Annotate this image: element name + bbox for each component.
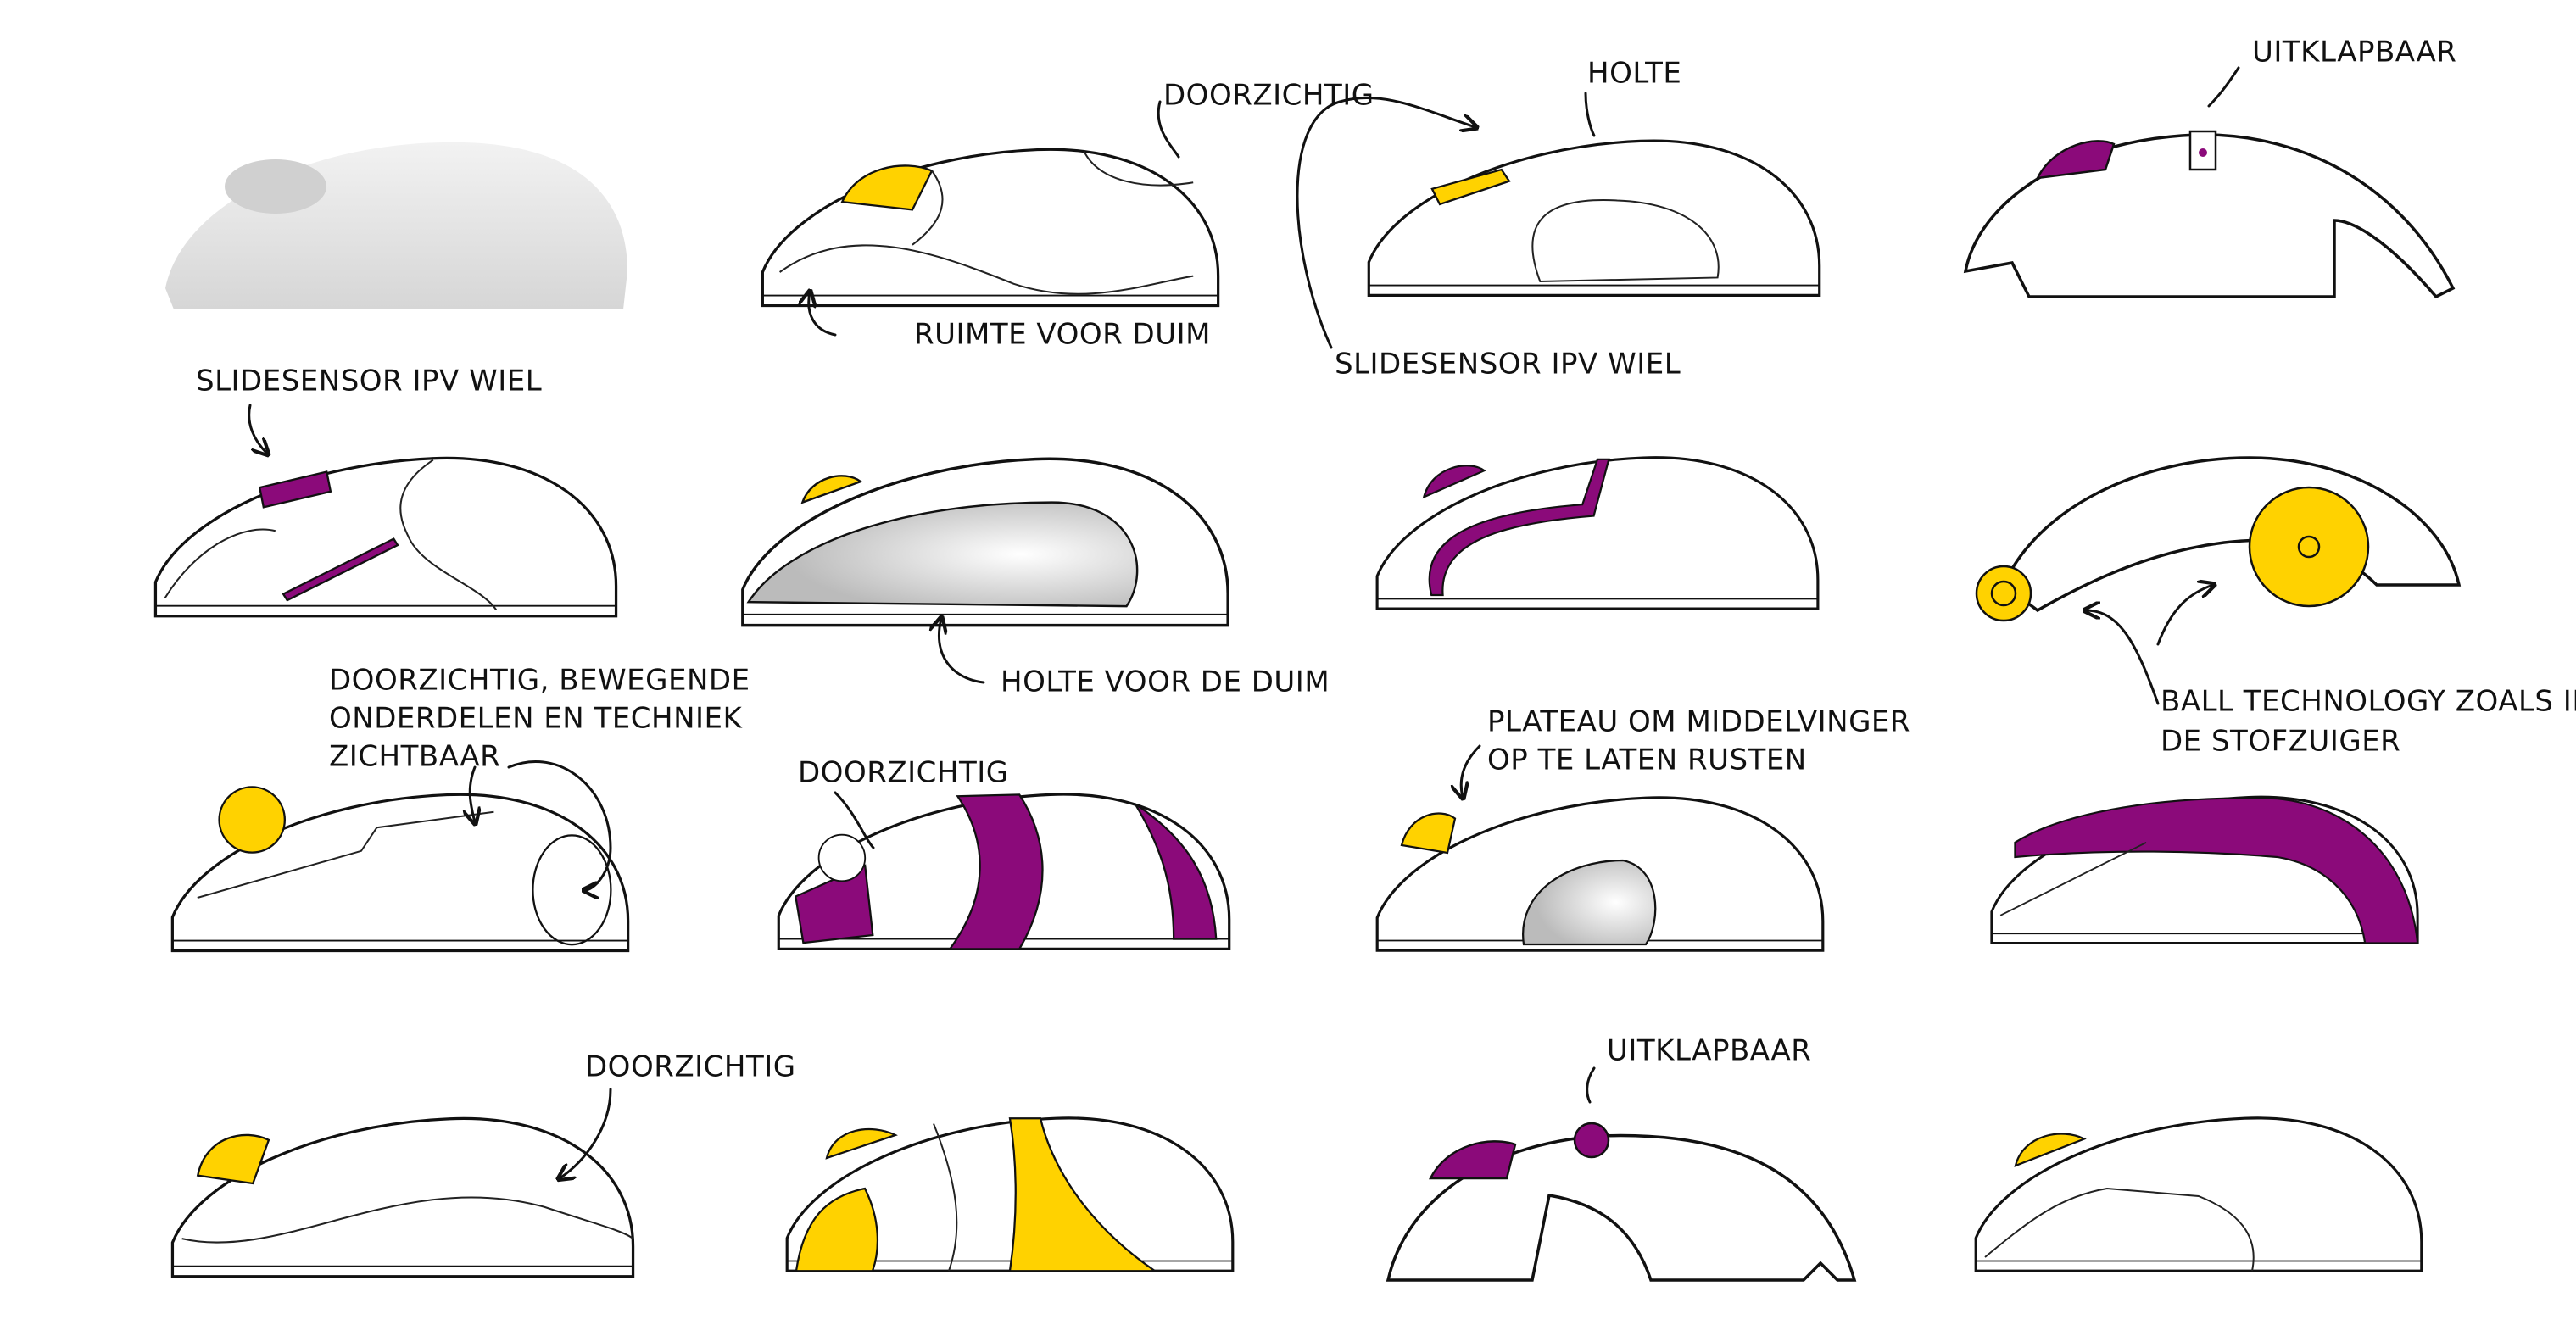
mouse-sketch-r3c4 (1990, 795, 2419, 944)
arrow-doorzichtig-bewegende (507, 760, 612, 890)
mouse-sketch-r1c3 (1963, 130, 2456, 299)
arrow-uitklapbaar-top (2207, 66, 2240, 108)
mouse-sketch-r4c1 (170, 1116, 635, 1278)
arrow-slidesensor-top (1296, 96, 1475, 349)
arrow-holte (1584, 92, 1596, 137)
mouse-sketch-r4c4 (1974, 1116, 2423, 1272)
mouse-sketch-r2c1 (153, 456, 618, 618)
label-doorzichtig-bewegende-2: ONDERDELEN EN TECHNIEK (329, 702, 744, 736)
label-holte: HOLTE (1587, 57, 1681, 91)
label-plateau-1: PLATEAU OM MIDDELVINGER (1487, 705, 1910, 739)
mouse-sketch-r3c3 (1375, 796, 1825, 952)
mouse-sketch-r2c3 (1375, 456, 1820, 610)
label-ball-technology-1: BALL TECHNOLOGY ZOALS IN (2161, 685, 2576, 719)
arrow-slidesensor-row2 (248, 404, 267, 454)
label-doorzichtig-r4: DOORZICHTIG (585, 1050, 796, 1084)
label-doorzichtig-bewegende-3: ZICHTBAAR (329, 740, 500, 774)
label-ruimte-voor-duim: RUIMTE VOOR DUIM (914, 318, 1211, 352)
arrow-doorzichtig-row3 (834, 791, 875, 849)
mouse-sketch-r1c2 (1367, 139, 1821, 297)
label-ball-technology-2: DE STOFZUIGER (2161, 725, 2400, 759)
label-slidesensor-r2: SLIDESENSOR IPV WIEL (196, 365, 542, 398)
mouse-sketch-r2c4 (1975, 456, 2462, 622)
mouse-photo-reference (165, 142, 627, 309)
arrow-ruimte-voor-duim (809, 292, 837, 337)
arrow-holte-voor-de-duim (939, 619, 985, 684)
arrow-ball-technology (2086, 610, 2160, 705)
label-plateau-2: OP TE LATEN RUSTEN (1487, 743, 1807, 777)
label-doorzichtig-bewegende-1: DOORZICHTIG, BEWEGENDE (329, 664, 750, 698)
arrow-ball-technology-2 (2156, 585, 2213, 646)
label-uitklapbaar-r1: UITKLAPBAAR (2252, 36, 2456, 70)
mouse-sketch-r4c2 (785, 1116, 1235, 1272)
arrow-doorzichtig-row4 (560, 1088, 612, 1178)
label-doorzichtig-r1: DOORZICHTIG (1163, 79, 1374, 113)
arrow-plateau (1461, 744, 1481, 797)
mouse-sketch-r2c2 (741, 457, 1229, 627)
arrow-uitklapbaar-row4 (1586, 1066, 1596, 1104)
label-uitklapbaar-r4: UITKLAPBAAR (1607, 1034, 1811, 1068)
arrow-doorzichtig-top (1157, 100, 1180, 159)
mouse-sketch-r1c1 (761, 148, 1220, 308)
mouse-sketch-r3c1 (170, 786, 630, 953)
label-slidesensor-r1: SLIDESENSOR IPV WIEL (1335, 348, 1681, 381)
mouse-sketch-r3c2 (777, 793, 1231, 950)
label-holte-voor-de-duim: HOLTE VOOR DE DUIM (1001, 665, 1330, 699)
arrow-doorzichtig-bewegende-2 (470, 765, 475, 822)
label-doorzichtig-r3: DOORZICHTIG (798, 756, 1009, 790)
mouse-sketch-r4c3 (1386, 1122, 1857, 1282)
